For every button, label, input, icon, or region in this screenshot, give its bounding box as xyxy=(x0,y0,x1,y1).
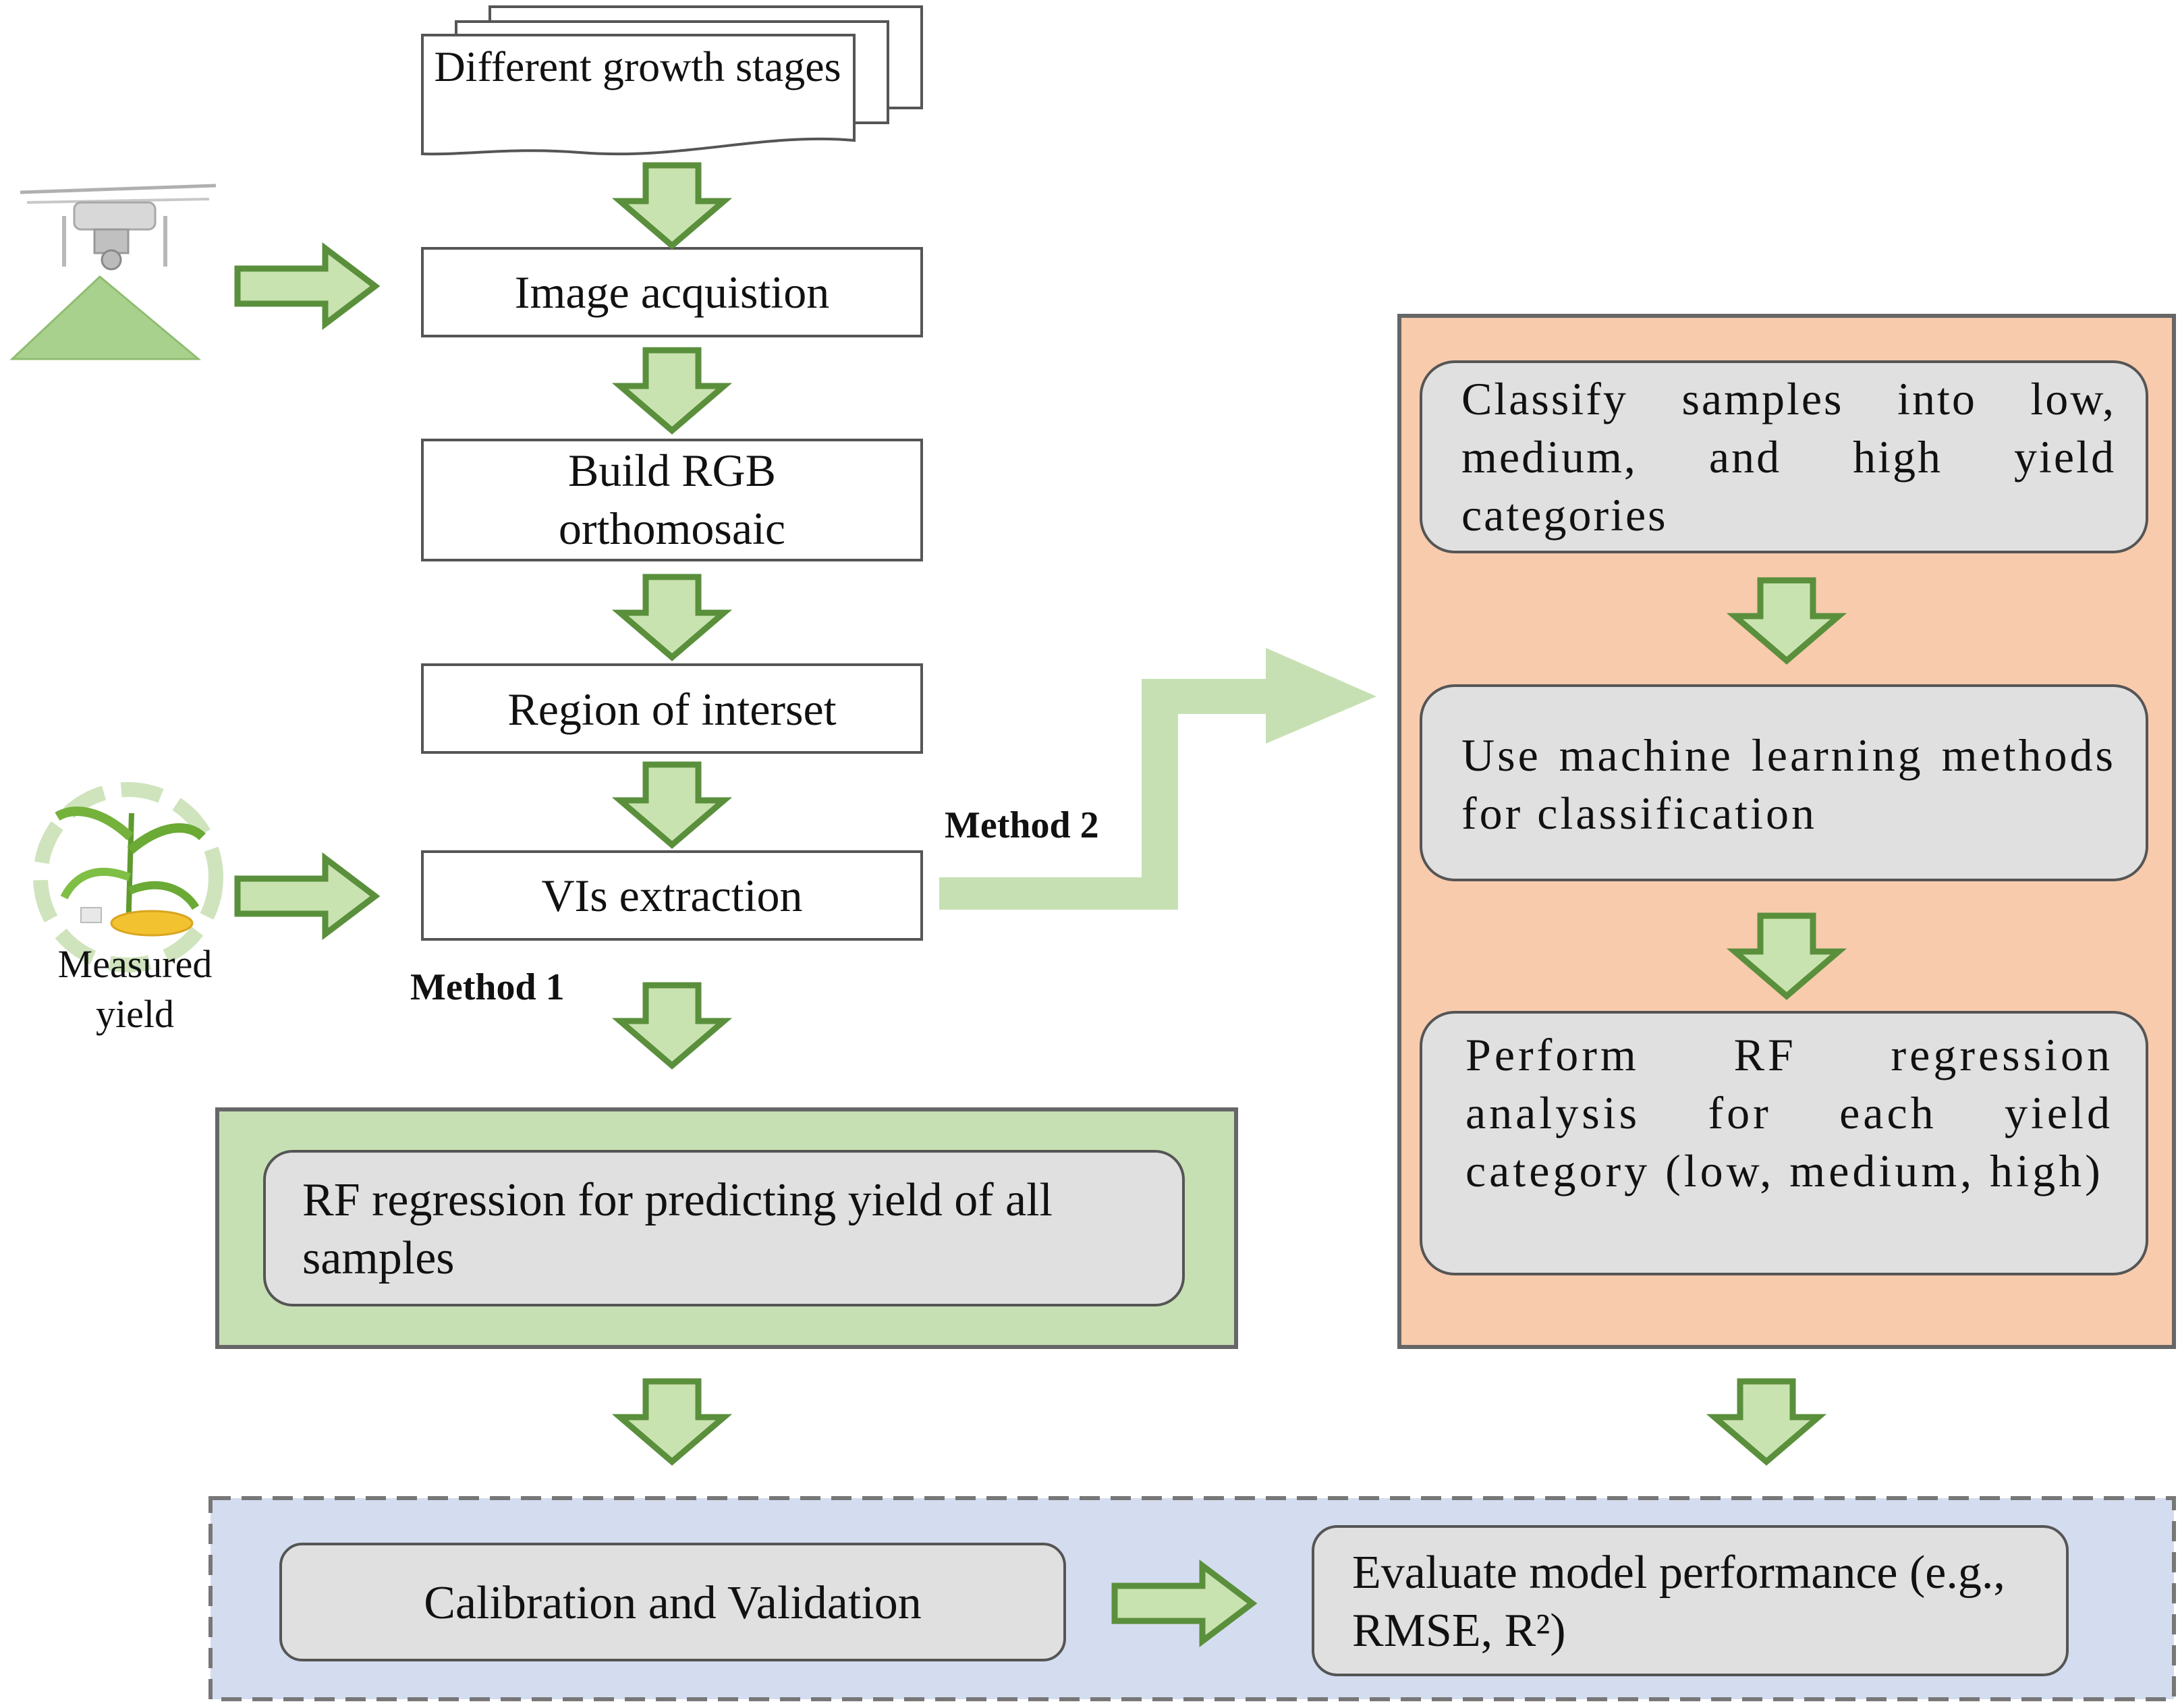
vis-extraction-label: VIs extraction xyxy=(541,870,803,921)
image-acquisition-label: Image acquistion xyxy=(514,267,830,318)
classify-box xyxy=(1420,360,2148,553)
arrow-down-icon xyxy=(620,1381,724,1462)
growth-stages-stack xyxy=(421,5,923,156)
arrow-down-icon xyxy=(620,350,724,431)
drone-icon xyxy=(20,184,217,271)
performance-box xyxy=(1312,1525,2069,1676)
camera-footprint-triangle xyxy=(9,275,202,360)
measured-yield-label: Measured yield xyxy=(57,942,213,1036)
rf-per-category-label: Perform RF regression analysis for each … xyxy=(1465,1029,2113,1196)
arrow-right-icon xyxy=(238,248,375,324)
image-acquisition-box xyxy=(421,247,923,337)
arrow-right-icon xyxy=(238,858,375,934)
roi-label: Region of interset xyxy=(507,684,837,735)
vis-extraction-box xyxy=(421,850,923,941)
orthomosaic-label: Build RGB orthomosaic xyxy=(558,445,786,554)
arrow-down-icon xyxy=(620,165,724,246)
ml-classification-label: Use machine learning methods for classif… xyxy=(1461,729,2116,839)
method1-label: Method 1 xyxy=(410,966,565,1008)
arrow-down-icon xyxy=(620,765,724,845)
rf-regression-label: RF regression for predicting yield of al… xyxy=(302,1174,1053,1284)
corn-plant-icon xyxy=(33,782,223,972)
growth-stages-label: Different growth stages xyxy=(434,43,841,90)
arrow-down-icon xyxy=(620,985,724,1066)
classify-label: Classify samples into low, medium, and h… xyxy=(1461,373,2116,541)
calibration-box xyxy=(279,1543,1066,1661)
roi-box xyxy=(421,663,923,754)
rf-per-category-box xyxy=(1420,1011,2148,1275)
method2-elbow-arrow xyxy=(939,648,1376,910)
rf-regression-box xyxy=(263,1150,1185,1306)
ml-classification-box xyxy=(1420,684,2148,881)
orthomosaic-box xyxy=(421,439,923,561)
performance-label: Evaluate model performance (e.g., RMSE, … xyxy=(1352,1547,2005,1657)
arrow-down-icon xyxy=(620,577,724,657)
calibration-label: Calibration and Validation xyxy=(424,1577,922,1629)
method2-label: Method 2 xyxy=(945,804,1099,846)
arrow-down-icon xyxy=(1714,1381,1818,1462)
